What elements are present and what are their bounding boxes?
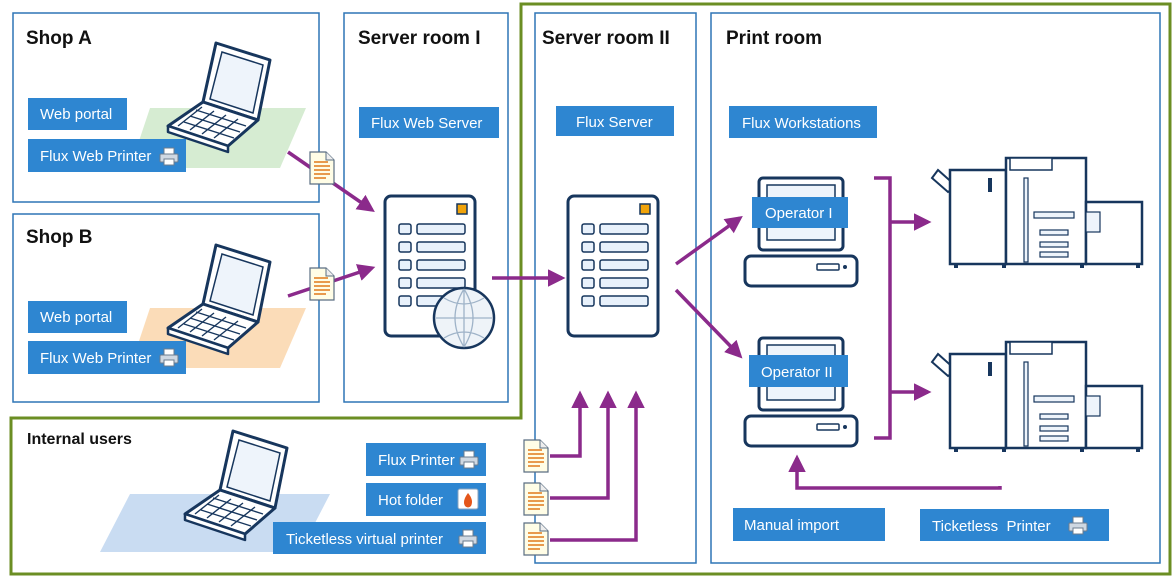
operator-2-label: Operator II [761,364,833,381]
flux-web-printer-label: Flux Web Printer [40,350,151,367]
manual-import-button[interactable]: Manual import [733,508,885,541]
arrow-flux-server-to-operator-2 [674,288,743,359]
zone-title-print-room: Print room [726,28,822,49]
flux-web-printer-button-shop-a[interactable]: Flux Web Printer [28,139,186,172]
operator-2-button[interactable]: Operator II [749,355,848,387]
hot-folder-document-icon [523,482,549,516]
operator-1-label: Operator I [765,205,833,222]
arrow-flux-printer-to-server [550,390,589,458]
shop-b-document-icon [309,267,335,301]
arrow-flux-server-to-operator-1 [674,215,743,266]
flux-server-button[interactable]: Flux Server [556,106,674,136]
flux-web-printer-label: Flux Web Printer [40,148,151,165]
zone-title-server-room-1: Server room I [358,28,481,49]
zone-title-internal-users: Internal users [27,431,132,448]
hot-folder-label: Hot folder [378,492,443,509]
bracket-operator-1 [874,176,892,440]
arrow-ticketless-to-server [550,390,645,542]
ticketless-printer-button[interactable]: Ticketless Printer [920,509,1109,541]
workstation-1-icon [743,176,859,288]
web-portal-button-shop-a[interactable]: Web portal [28,98,127,130]
flux-web-server-label: Flux Web Server [371,115,482,132]
ticketless-virtual-printer-button[interactable]: Ticketless virtual printer [273,522,486,554]
flux-web-server-button[interactable]: Flux Web Server [359,107,499,138]
operator-1-button[interactable]: Operator I [752,197,848,228]
hot-folder-button[interactable]: Hot folder [366,483,486,516]
flux-workstations-label: Flux Workstations [742,115,861,132]
flux-workstations-button[interactable]: Flux Workstations [729,106,877,138]
web-portal-button-shop-b[interactable]: Web portal [28,301,127,333]
zone-title-server-room-2: Server room II [542,28,670,49]
globe-icon-lines [436,288,492,348]
manual-import-label: Manual import [744,517,840,534]
arrow-ticketless-printer-to-operator-2 [788,454,1002,490]
shop-a-document-icon [309,151,335,185]
web-portal-label: Web portal [40,309,112,326]
ticketless-document-icon [523,522,549,556]
ticketless-printer-label: Ticketless Printer [932,518,1051,535]
flux-web-printer-button-shop-b[interactable]: Flux Web Printer [28,341,186,374]
flux-printer-button[interactable]: Flux Printer [366,443,486,476]
zone-title-shop-a: Shop A [26,28,92,49]
flux-printer-document-icon [523,439,549,473]
internal-network-frame [9,2,1172,576]
zone-print-room [710,12,1161,564]
flux-server-icon [566,194,660,338]
workstation-2-icon [743,336,859,448]
ticketless-virtual-printer-label: Ticketless virtual printer [286,531,443,548]
flux-printer-label: Flux Printer [378,452,455,469]
zone-title-shop-b: Shop B [26,227,93,248]
arrow-hot-folder-to-server [550,390,617,500]
flux-server-label: Flux Server [576,114,653,131]
hot-folder-icon [457,488,479,510]
web-portal-label: Web portal [40,106,112,123]
